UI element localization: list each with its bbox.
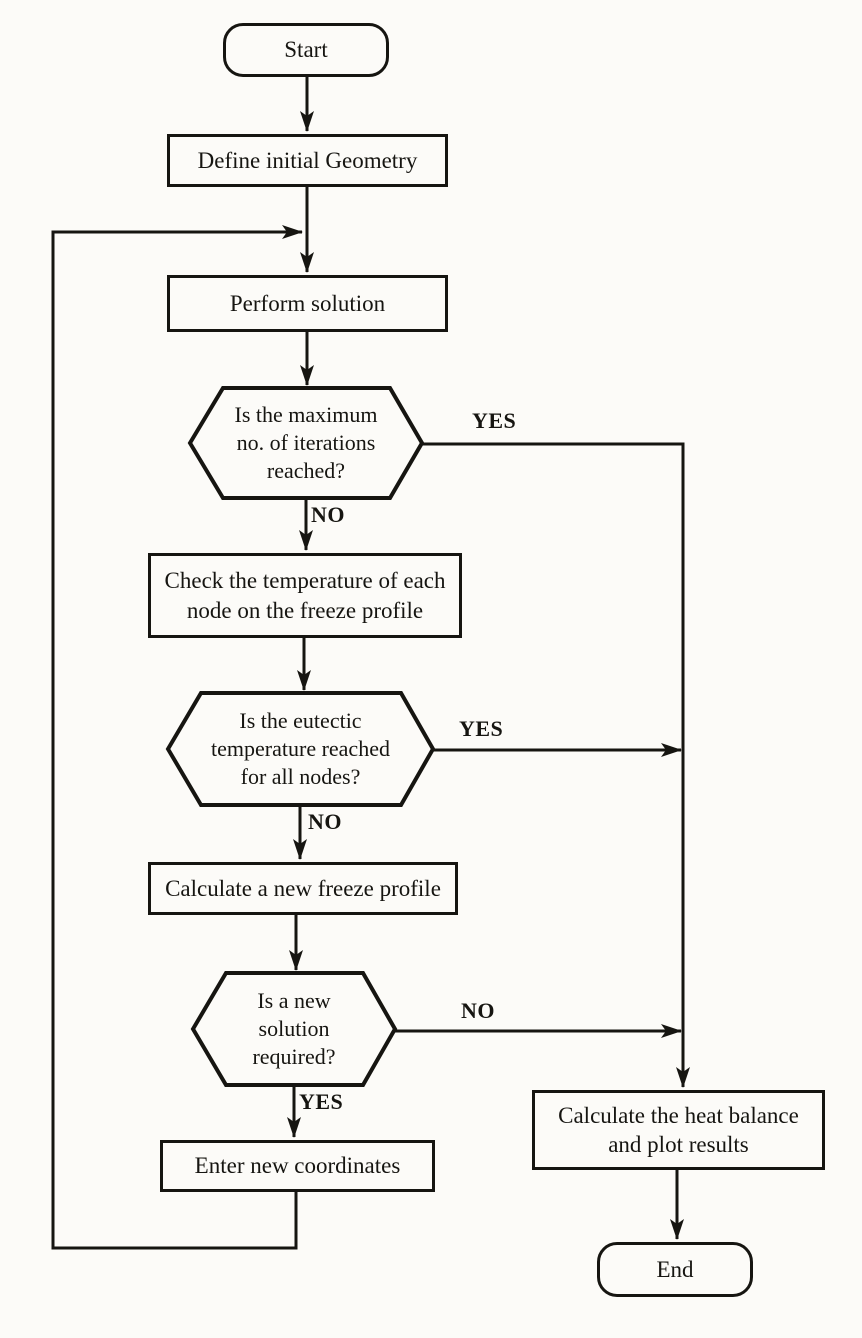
node-check-temperature: Check the temperature of each node on th… xyxy=(148,553,462,638)
node-start: Start xyxy=(223,23,389,77)
decision-max-iterations-shape xyxy=(187,386,425,500)
edge-decision1-yes-collector xyxy=(422,442,690,1088)
decision-max-iterations-line3: reached? xyxy=(266,457,346,483)
node-end-label: End xyxy=(656,1256,694,1282)
node-start-label: Start xyxy=(284,37,328,63)
decision-new-solution-line3: required? xyxy=(252,1043,336,1069)
decision-max-iterations-line1: Is the maximum xyxy=(234,402,378,428)
node-calculate-heat-balance: Calculate the heat balance and plot resu… xyxy=(532,1090,825,1170)
decision-new-solution: Is a new solution required? xyxy=(199,977,389,1081)
edge-label-max-iterations-yes: YES xyxy=(472,408,517,433)
decision-eutectic-shape xyxy=(165,691,436,807)
node-enter-coordinates: Enter new coordinates xyxy=(160,1140,435,1192)
node-perform-solution-label: Perform solution xyxy=(229,290,386,316)
decision-eutectic-line3: for all nodes? xyxy=(240,763,361,789)
decision-eutectic-line1: Is the eutectic xyxy=(239,708,362,734)
edge-loopback xyxy=(51,225,303,1250)
node-end: End xyxy=(597,1242,753,1297)
node-calculate-freeze-profile-label: Calculate a new freeze profile xyxy=(165,875,441,901)
node-calculate-heat-balance-line1: Calculate the heat balance xyxy=(558,1102,799,1128)
edge-label-max-iterations-no: NO xyxy=(311,502,345,527)
node-check-temperature-line1: Check the temperature of each xyxy=(164,568,446,594)
node-perform-solution: Perform solution xyxy=(167,275,448,332)
decision-max-iterations-line2: no. of iterations xyxy=(236,430,376,456)
node-enter-coordinates-label: Enter new coordinates xyxy=(194,1153,401,1179)
node-check-temperature-line2: node on the freeze profile xyxy=(186,597,424,623)
node-define-geometry: Define initial Geometry xyxy=(167,134,448,187)
node-calculate-heat-balance-line2: and plot results xyxy=(608,1132,749,1157)
decision-new-solution-line1: Is a new xyxy=(257,988,331,1014)
node-calculate-freeze-profile: Calculate a new freeze profile xyxy=(148,862,458,915)
node-define-geometry-label: Define initial Geometry xyxy=(197,147,418,173)
edge-label-eutectic-no: NO xyxy=(308,809,342,834)
decision-eutectic: Is the eutectic temperature reached for … xyxy=(174,697,427,801)
decision-new-solution-shape xyxy=(190,971,398,1087)
edge-label-new-solution-yes: YES xyxy=(299,1089,344,1114)
decision-max-iterations: Is the maximum no. of iterations reached… xyxy=(196,392,416,494)
edge-label-eutectic-yes: YES xyxy=(459,716,504,741)
decision-eutectic-line2: temperature reached xyxy=(211,736,390,762)
decision-new-solution-line2: solution xyxy=(258,1016,330,1042)
edge-label-new-solution-no: NO xyxy=(461,998,495,1023)
